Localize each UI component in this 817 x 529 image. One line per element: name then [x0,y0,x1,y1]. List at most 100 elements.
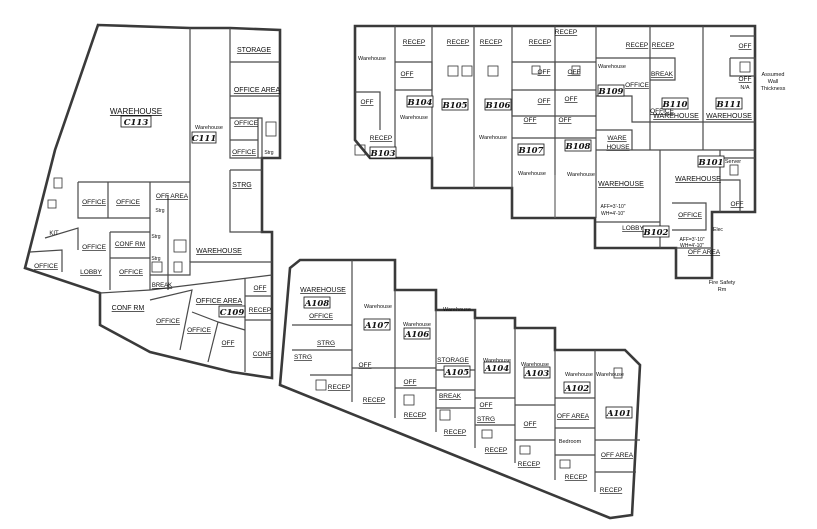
unit-tag-b109: B109 [598,87,624,97]
room-label: WAREHOUSE [300,287,346,294]
room-label: OFF AREA [557,413,590,420]
unit-tag-box [120,115,152,128]
unit-tag-box [218,305,246,318]
room-label: OFF [361,99,374,106]
room-label: RECEP [370,135,392,142]
room-label: Warehouse [195,125,223,131]
room-label: LOBBY [622,225,644,232]
room-label: OFFICE [116,199,140,206]
room-label: RECEP [363,397,385,404]
fixture [487,65,499,77]
wall [511,61,556,117]
room-label: CONF RM [112,305,145,312]
room-label: RECEP [404,412,426,419]
room-label: CONF RM [115,241,145,248]
room-label: RECEP [529,39,551,46]
fixture [729,164,739,176]
unit-tag-a107: A107 [364,321,389,331]
fixture [265,121,277,137]
wall [729,57,756,77]
unit-tag-a108: A108 [304,299,329,309]
room-label: OFFICE [82,244,106,251]
room-label: OFF [480,402,493,409]
room-label: WAREHOUSE [196,248,242,255]
unit-tag-box [369,146,397,159]
wall [596,129,633,150]
room-label: OFF AREA [688,249,721,256]
wall [672,202,707,231]
room-label: BREAK [439,393,462,400]
unit-tag-b106: B106 [485,101,511,111]
room-label: WARE [607,135,627,142]
room-label: Warehouse [596,372,624,378]
room-label: OFFICE [650,108,674,115]
room-label: OFF [538,98,551,105]
room-label: WH=4'-10" [601,211,625,217]
room-label: OFFICE AREA [234,87,281,94]
unit-tag-b108: B108 [565,142,591,152]
wall [229,28,262,159]
unit-tag-a101: A101 [606,409,631,419]
room-label: OFFICE [34,263,58,270]
room-label: WAREHOUSE [675,176,721,183]
room-label: Strg [155,208,164,214]
room-label: RECEP [652,42,674,49]
unit-tag-a104: A104 [484,364,509,374]
building-a-outline [278,258,642,520]
room-label: OFF AREA [156,193,189,200]
room-label: OFF [568,69,581,76]
fixture [439,409,451,421]
unit-tag-box [642,225,670,238]
room-label: Fire Safety [709,280,736,286]
unit-tag-box [563,381,591,394]
wall [650,57,676,81]
unit-tag-c109: C109 [220,308,245,318]
room-label: RECEP [626,42,648,49]
room-label: RECEP [600,487,622,494]
unit-tag-c113: C113 [124,118,149,128]
room-label: Warehouse [358,56,386,62]
room-label: WH=4'-10" [680,243,704,249]
fixture [461,65,473,77]
wall [229,170,262,233]
unit-tag-c111: C111 [192,134,217,144]
building-c [23,23,282,380]
room-label: BREAK [651,71,674,78]
room-label: AFF=3'-10" [600,204,625,210]
unit-tag-b105: B105 [442,101,468,111]
unit-tag-box [191,131,217,144]
room-label: STRG [294,354,312,361]
room-label: Wall [768,79,779,85]
unit-tag-box [363,318,391,331]
wall [149,274,273,291]
fixture [315,379,327,391]
fixture [403,394,415,406]
fixture [173,261,183,273]
room-label: STRG [232,182,251,189]
unit-tag-box [715,97,743,110]
room-label: WAREHOUSE [110,107,162,116]
room-label: N/A [740,85,750,91]
unit-tag-box [484,98,512,111]
unit-tag-b110: B110 [662,100,688,110]
room-label: Warehouse [567,172,595,178]
room-label: STRG [317,340,335,347]
fixture [354,144,366,156]
wall [150,261,272,276]
room-label: AFF=3'-10" [679,237,704,243]
room-label: OFFICE [234,120,258,127]
room-label: WAREHOUSE [706,113,752,120]
wall [395,61,433,91]
unit-tag-a103: A103 [524,369,549,379]
wall [217,321,246,331]
room-label: Strg [151,256,160,262]
unit-tag-b104: B104 [407,98,433,108]
building-c-outline [23,23,282,380]
room-label: OFFICE [156,318,180,325]
room-label: Strg [264,150,273,156]
room-label: Warehouse [483,358,511,364]
unit-tag-box [564,139,592,152]
room-label: STORAGE [437,357,469,364]
room-label: OFF [559,117,572,124]
room-label: OFF [401,71,414,78]
